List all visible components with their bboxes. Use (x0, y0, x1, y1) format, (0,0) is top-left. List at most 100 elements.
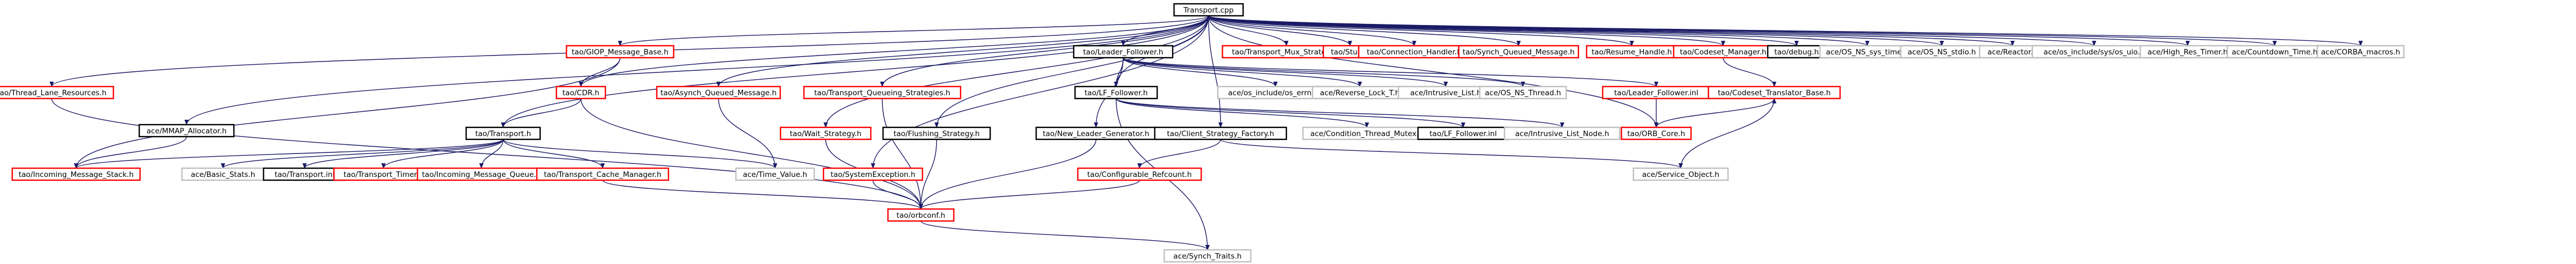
node-system-exception[interactable]: tao/SystemException.h (822, 167, 924, 181)
node-label: ace/os_include/sys/os_uio.h (2044, 48, 2145, 57)
node-os-errno[interactable]: ace/os_include/os_errno.h (1217, 85, 1334, 100)
edge-transport_cpp-to-codeset_manager (1208, 15, 1725, 46)
edge-mmap_alloc-to-incoming_stack (74, 136, 187, 169)
node-transport-mux[interactable]: tao/Transport_Mux_Strategy.h (1222, 45, 1351, 59)
node-os-stdio[interactable]: ace/OS_NS_stdio.h (1900, 45, 1984, 59)
edge-transport_cpp-to-wait_strategy (823, 15, 1209, 128)
edge-leader_follower_h-to-leader_follower_inl (1123, 57, 1658, 87)
edge-configurable_refcount-to-orbconf (919, 180, 1140, 210)
node-synch-queued[interactable]: tao/Synch_Queued_Message.h (1458, 45, 1580, 59)
node-box (2317, 45, 2405, 59)
node-cache-manager[interactable]: tao/Transport_Cache_Manager.h (536, 167, 670, 181)
edge-transport_cpp-to-connection_handler (1208, 15, 1416, 46)
node-client-strategy[interactable]: tao/Client_Strategy_Factory.h (1154, 126, 1287, 140)
node-box (882, 126, 991, 140)
node-label: tao/debug.h (1774, 48, 1819, 57)
node-cdr[interactable]: tao/CDR.h (555, 85, 606, 100)
node-box (1173, 3, 1244, 17)
node-label: tao/Flushing_Strategy.h (894, 130, 980, 138)
node-box (536, 167, 670, 181)
node-label: tao/Transport.h (475, 130, 531, 138)
edge-transport_cpp-to-reactor (1208, 15, 2015, 46)
node-label: tao/SystemException.h (831, 170, 915, 179)
edge-transport_cpp-to-leader_follower_h (1121, 15, 1209, 46)
edge-transport_h-to-transport_inl (302, 139, 504, 169)
node-label: tao/LF_Follower.inl (1429, 130, 1497, 138)
edge-giop_base-to-cdr (579, 57, 621, 87)
node-countdown-time[interactable]: ace/Countdown_Time.h (2226, 45, 2323, 59)
node-configurable-refcount[interactable]: tao/Configurable_Refcount.h (1077, 167, 1202, 181)
node-corba-macros[interactable]: ace/CORBA_macros.h (2317, 45, 2405, 59)
node-debug[interactable]: tao/debug.h (1767, 45, 1826, 59)
node-lf-follower[interactable]: tao/LF_Follower.h (1074, 85, 1158, 100)
node-leader-follower-inl[interactable]: tao/Leader_Follower.inl (1602, 85, 1711, 100)
node-high-res-timer[interactable]: ace/High_Res_Timer.h (2139, 45, 2236, 59)
node-label: tao/Incoming_Message_Stack.h (18, 170, 134, 179)
node-resume-handle[interactable]: tao/Resume_Handle.h (1586, 45, 1678, 59)
node-label: ace/High_Res_Timer.h (2147, 48, 2227, 57)
node-label: ace/OS_NS_sys_time.h (1826, 48, 1909, 57)
node-os-sys-time[interactable]: ace/OS_NS_sys_time.h (1819, 45, 1916, 59)
node-reverse-lock[interactable]: ace/Reverse_Lock_T.h (1311, 85, 1408, 100)
edge-giop_base-to-incoming_stack (74, 57, 621, 169)
node-intrusive-list-node[interactable]: ace/Intrusive_List_Node.h (1503, 126, 1621, 140)
node-label: ace/Synch_Traits.h (1173, 252, 1241, 261)
node-incoming-stack[interactable]: tao/Incoming_Message_Stack.h (11, 167, 141, 181)
node-box (779, 126, 872, 140)
node-box (803, 85, 962, 100)
node-new-leader[interactable]: tao/New_Leader_Generator.h (1035, 126, 1157, 140)
node-service-object[interactable]: ace/Service_Object.h (1632, 167, 1729, 181)
node-synch-traits[interactable]: ace/Synch_Traits.h (1163, 249, 1252, 263)
node-codeset-translator[interactable]: tao/Codeset_Translator_Base.h (1707, 85, 1841, 100)
node-leader-follower-h[interactable]: tao/Leader_Follower.h (1073, 45, 1174, 59)
node-box (1503, 126, 1621, 140)
node-codeset-manager[interactable]: tao/Codeset_Manager.h (1673, 45, 1774, 59)
node-label: tao/Connection_Handler.h (1367, 48, 1462, 57)
node-os-uio[interactable]: ace/os_include/sys/os_uio.h (2032, 45, 2157, 59)
node-label: ace/Reverse_Lock_T.h (1320, 89, 1400, 97)
node-label: tao/Transport_Mux_Strategy.h (1232, 48, 1341, 57)
edge-transport_cpp-to-stub (1208, 15, 1352, 46)
node-label: ace/MMAP_Allocator.h (146, 127, 226, 136)
node-transport-queueing[interactable]: tao/Transport_Queueing_Strategies.h (803, 85, 962, 100)
edge-lf_follower-to-lf_follower_inl (1116, 98, 1465, 128)
node-transport-timer[interactable]: tao/Transport_Timer.h (333, 167, 434, 181)
node-orb-core[interactable]: tao/ORB_Core.h (1620, 126, 1692, 140)
edge-leader_follower_h-to-os_thread (1123, 57, 1525, 87)
node-box (656, 85, 781, 100)
node-thread-lane[interactable]: tao/Thread_Lane_Resources.h (0, 85, 114, 100)
node-label: tao/LF_Follower.h (1085, 89, 1148, 97)
node-label: tao/ORB_Core.h (1627, 130, 1685, 138)
node-basic-stats[interactable]: ace/Basic_Stats.h (181, 167, 265, 181)
node-box (1154, 126, 1287, 140)
node-transport-h[interactable]: tao/Transport.h (465, 126, 541, 140)
node-label: ace/os_include/os_errno.h (1228, 89, 1323, 97)
edge-transport_cpp-to-transport_h (501, 15, 1209, 128)
node-label: tao/Transport_Cache_Manager.h (544, 170, 661, 179)
edge-thread_lane-to-orbconf (51, 98, 923, 210)
node-label: tao/Incoming_Message_Queue.h (422, 170, 541, 179)
node-condition-mutex[interactable]: ace/Condition_Thread_Mutex.h (1302, 126, 1432, 140)
node-intrusive-list[interactable]: ace/Intrusive_List.h (1397, 85, 1494, 100)
node-transport-inl[interactable]: tao/Transport.inl (263, 167, 346, 181)
node-lf-follower-inl[interactable]: tao/LF_Follower.inl (1417, 126, 1509, 140)
node-time-value[interactable]: ace/Time_Value.h (735, 167, 815, 181)
node-connection-handler[interactable]: tao/Connection_Handler.h (1358, 45, 1471, 59)
edge-leader_follower_h-to-intrusive_list (1123, 57, 1448, 87)
edge-transport_cpp-to-resume_handle (1208, 15, 1634, 46)
edge-transport_h-to-transport_timer (381, 139, 504, 169)
edge-client_strategy-to-service_object (1220, 139, 1683, 169)
node-mmap-alloc[interactable]: ace/MMAP_Allocator.h (138, 124, 235, 138)
node-os-thread[interactable]: ace/OS_NS_Thread.h (1479, 85, 1567, 100)
node-asynch-queued[interactable]: tao/Asynch_Queued_Message.h (656, 85, 781, 100)
edge-client_strategy-to-configurable_refcount (1137, 139, 1221, 169)
node-flushing[interactable]: tao/Flushing_Strategy.h (882, 126, 991, 140)
edge-transport_queueing-to-orbconf (882, 98, 923, 210)
node-orbconf[interactable]: tao/orbconf.h (887, 208, 955, 222)
node-incoming-queue[interactable]: tao/Incoming_Message_Queue.h (417, 167, 546, 181)
edge-transport_cpp-to-synch_queued (1208, 15, 1521, 46)
node-giop-base[interactable]: tao/GIOP_Message_Base.h (566, 45, 674, 59)
node-box (822, 167, 924, 181)
node-label: tao/Client_Strategy_Factory.h (1167, 130, 1274, 138)
node-wait-strategy[interactable]: tao/Wait_Strategy.h (779, 126, 872, 140)
